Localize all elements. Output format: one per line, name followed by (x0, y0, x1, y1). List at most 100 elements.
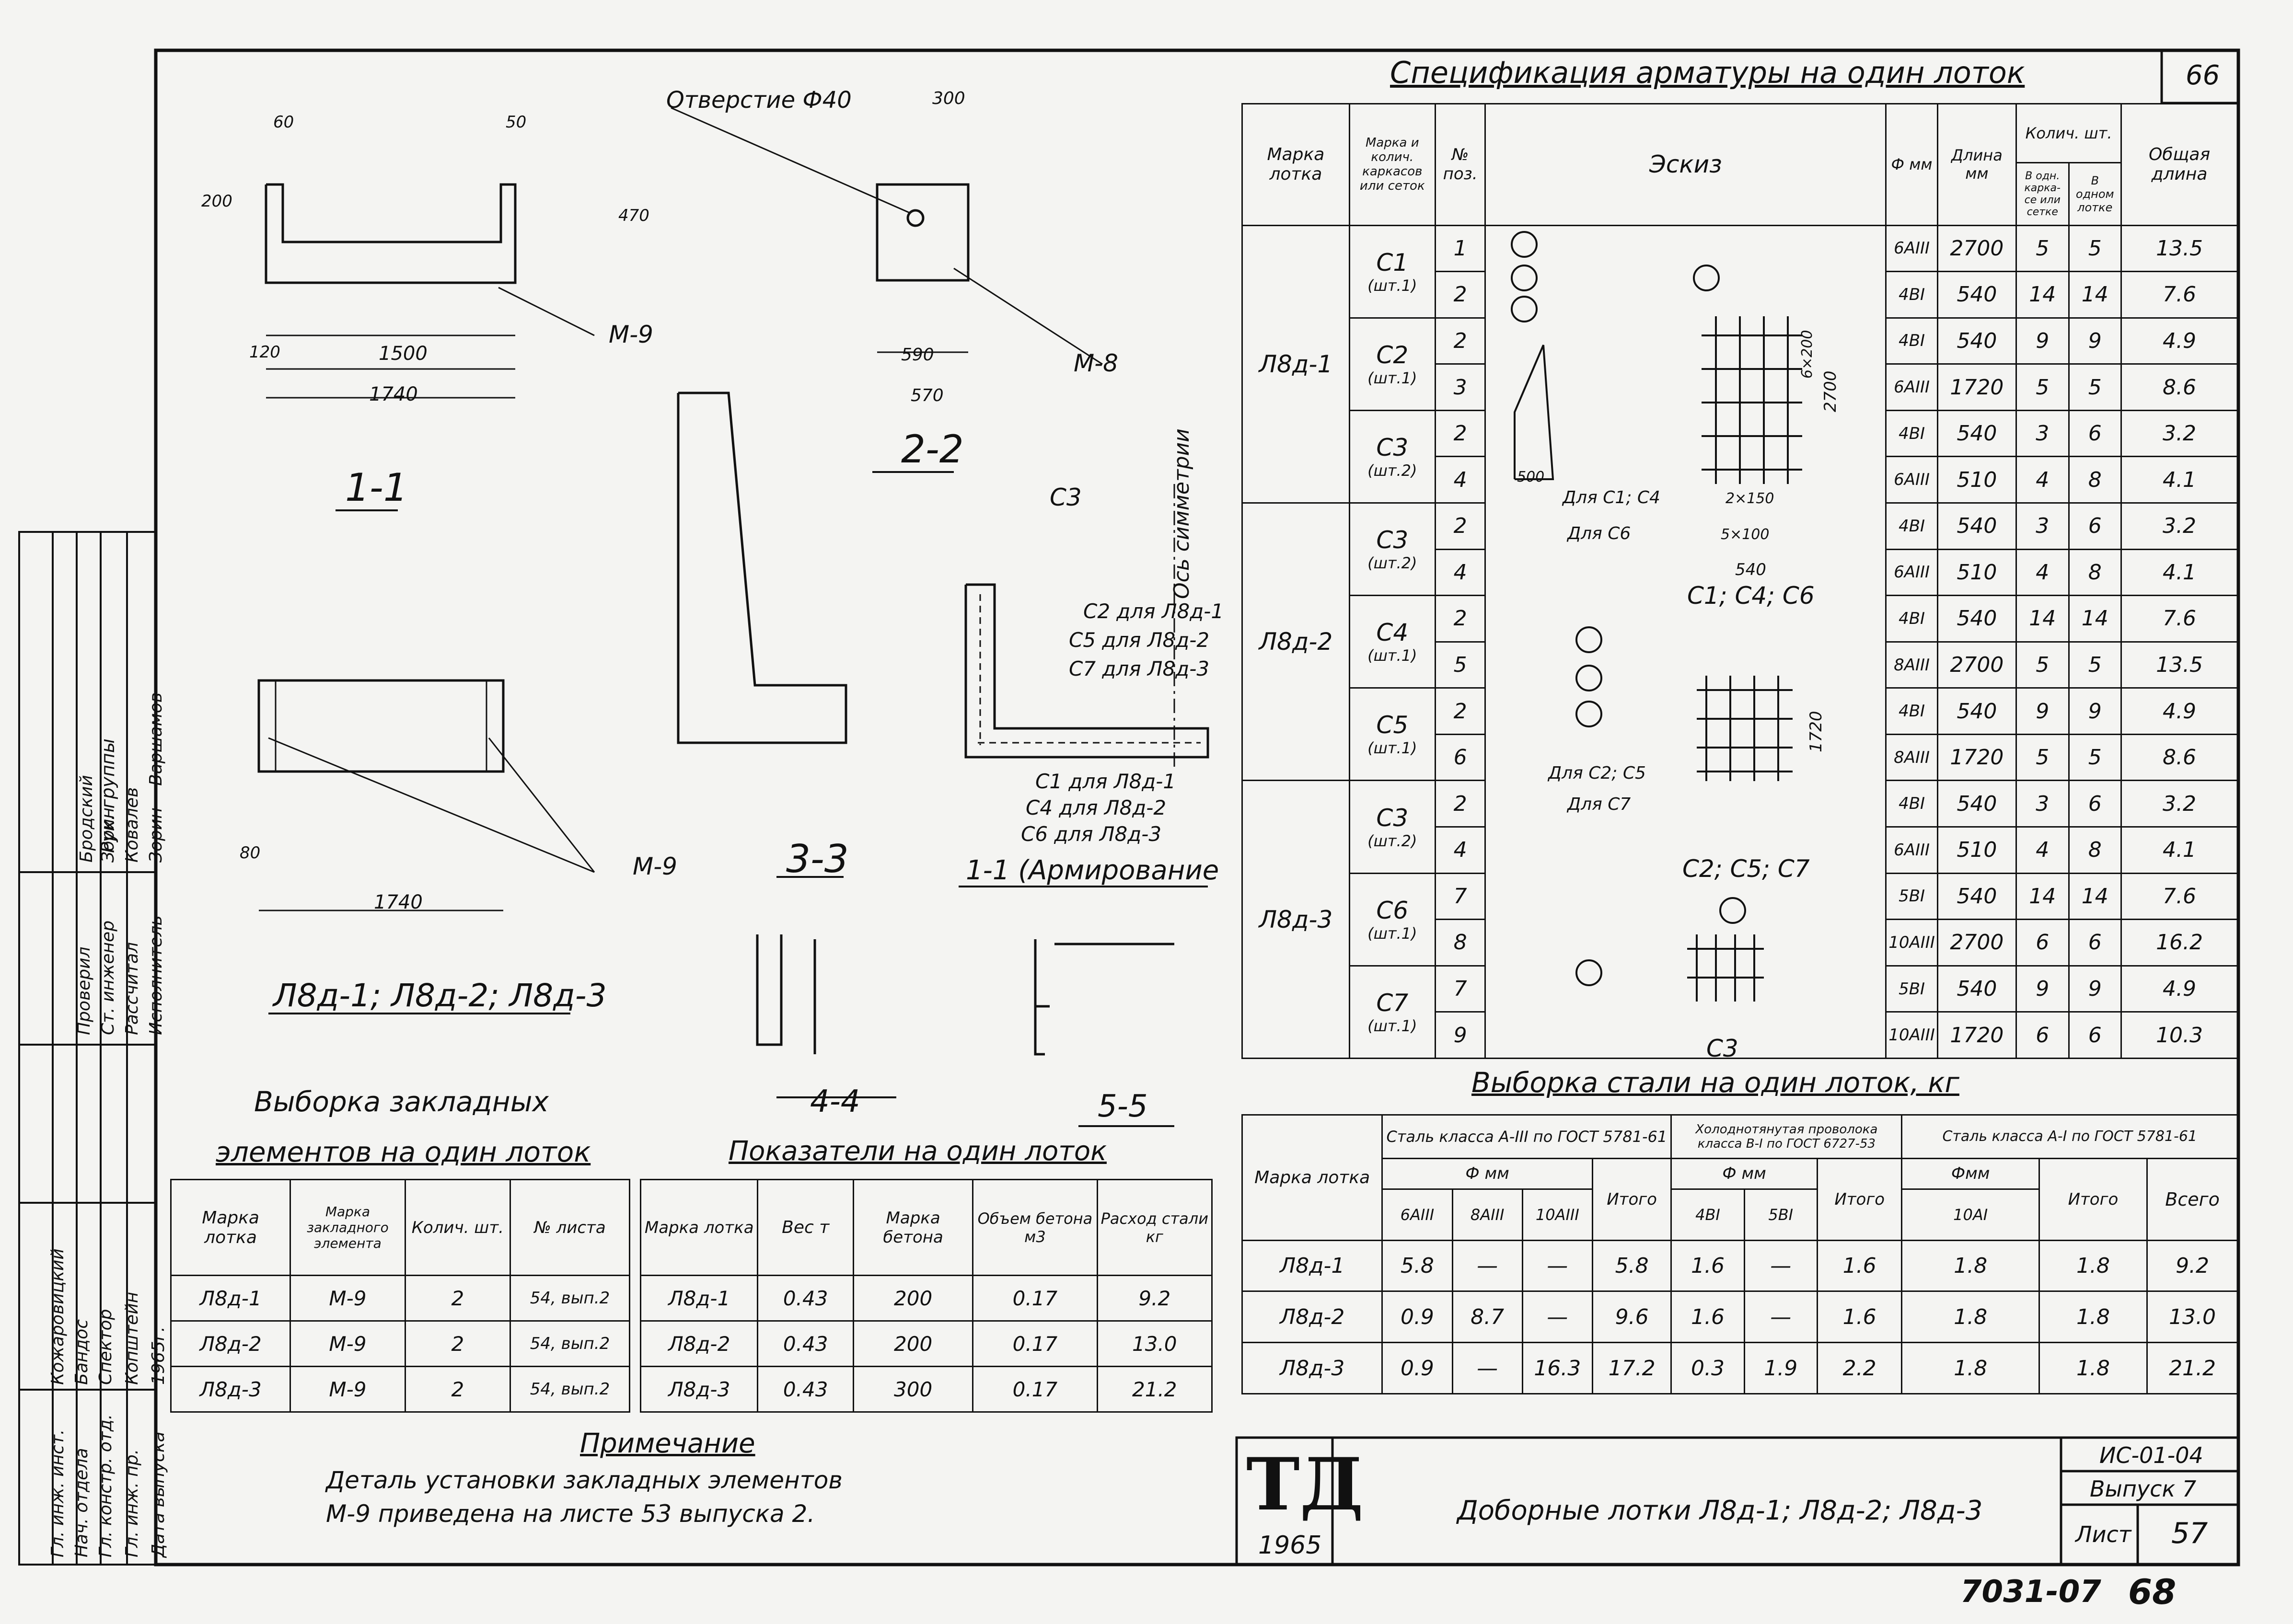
stamp-year: 1965 (1258, 1531, 1322, 1560)
section-4-4-label: 4-4 (810, 1084, 860, 1119)
spec-total-cell: 3.2 (2120, 502, 2238, 550)
indicators-cell: 200 (852, 1320, 974, 1367)
spec-total-cell: 4.1 (2120, 826, 2238, 874)
spec-qty2-cell: 5 (2068, 363, 2122, 411)
spec-set-name: С1 (1376, 248, 1409, 276)
steel-h-sub-0: 6AIII (1381, 1188, 1453, 1241)
steel-value-cell: 5.8 (1591, 1239, 1672, 1292)
embedded-cell: 2 (404, 1366, 511, 1413)
spec-d-cell: 6AIII (1885, 224, 1938, 273)
indicators-cell: 0.43 (757, 1366, 854, 1413)
spec-qty2-cell: 9 (2068, 317, 2122, 365)
side-role2-2: Нач. отдела (72, 1448, 92, 1557)
spec-len-cell: 540 (1936, 872, 2017, 921)
spec-len-cell: 510 (1936, 456, 2017, 504)
steel-h-sub-1: 8AIII (1451, 1188, 1523, 1241)
m9-label-2: М-9 (633, 852, 677, 880)
m9-label-1: М-9 (609, 321, 653, 348)
embedded-cell: 54, вып.2 (510, 1320, 630, 1367)
stamp-logo: ТД (1246, 1442, 1364, 1527)
side-role2-4: Гл. инж. пр. (122, 1449, 142, 1557)
spec-set-name: С4 (1376, 619, 1409, 647)
spec-qty1-cell: 9 (2015, 687, 2070, 735)
stamp-sheet-no: 57 (2171, 1517, 2208, 1550)
note-line-2: М-9 приведена на листе 53 выпуска 2. (326, 1500, 815, 1528)
steel-value-cell: 1.6 (1670, 1290, 1745, 1344)
steel-value-cell: 1.8 (1901, 1290, 2040, 1344)
spec-qty1-cell: 14 (2015, 271, 2070, 319)
spec-poz-cell: 2 (1434, 271, 1486, 319)
spec-len-cell: 540 (1936, 965, 2017, 1013)
steel-value-cell: 8.7 (1451, 1290, 1523, 1344)
steel-h-phi3: Фмм (1901, 1157, 2040, 1190)
section-5-5-drawing (1034, 939, 1174, 1127)
emb-h-0: Марка лотка (170, 1179, 291, 1276)
steel-value-cell: 0.3 (1670, 1342, 1745, 1394)
spec-d-cell: 6AIII (1885, 363, 1938, 411)
indicators-cell: 0.17 (972, 1275, 1098, 1322)
steel-h-sub-6: Итого (1816, 1157, 1903, 1241)
plan-drawing (257, 679, 595, 1014)
spec-d-cell: 4BI (1885, 409, 1938, 458)
spec-qty1-cell: 14 (2015, 872, 2070, 921)
spec-poz-cell: 2 (1434, 317, 1486, 365)
c-label-4: С7 для Л8д-3 (1069, 657, 1209, 680)
spec-h-total: Общая длина (2120, 103, 2238, 226)
steel-h-sub-5: 5BI (1743, 1188, 1818, 1241)
steel-h-sub-7: 10AI (1901, 1188, 2040, 1241)
spec-set-cell: С3(шт.2) (1348, 409, 1436, 504)
ind-h-2: Марка бетона (852, 1179, 974, 1276)
steel-value-cell: 1.8 (2038, 1290, 2148, 1344)
indicators-cell: Л8д-2 (639, 1320, 759, 1367)
steel-value-cell: 9.2 (2146, 1239, 2238, 1292)
spec-h-qty1: В одн. карка-се или сетке (2015, 161, 2070, 226)
steel-h-sub-3: Итого (1591, 1157, 1672, 1241)
spec-len-cell: 540 (1936, 595, 2017, 643)
spec-qty1-cell: 5 (2015, 641, 2070, 689)
spec-poz-cell: 2 (1434, 595, 1486, 643)
spec-qty1-cell: 4 (2015, 456, 2070, 504)
footer-page: 68 (2128, 1572, 2177, 1612)
spec-qty1-cell: 5 (2015, 224, 2070, 273)
steel-value-cell: — (1451, 1342, 1523, 1394)
steel-value-cell: 1.6 (1816, 1239, 1903, 1292)
spec-total-cell: 4.1 (2120, 548, 2238, 597)
dim-8: 1500 (379, 343, 428, 365)
spec-qty1-cell: 4 (2015, 826, 2070, 874)
c-label-6: С4 для Л8д-2 (1026, 796, 1166, 819)
spec-poz-cell: 3 (1434, 363, 1486, 411)
spec-set-cell: С5(шт.1) (1348, 687, 1436, 782)
spec-poz-cell: 8 (1434, 919, 1486, 967)
spec-qty2-cell: 6 (2068, 919, 2122, 967)
stamp-frame (1235, 1436, 2240, 1566)
steel-value-cell: 2.2 (1816, 1342, 1903, 1394)
c-label-3: С5 для Л8д-2 (1069, 628, 1209, 652)
spec-total-cell: 3.2 (2120, 409, 2238, 458)
armoring-label: 1-1 (Армирование (966, 855, 1219, 886)
indicators-cell: 300 (852, 1366, 974, 1413)
spec-total-cell: 10.3 (2120, 1011, 2238, 1059)
spec-d-cell: 4BI (1885, 595, 1938, 643)
spec-qty2-cell: 6 (2068, 780, 2122, 828)
spec-set-cell: С1(шт.1) (1348, 224, 1436, 319)
spec-h-poz: № поз. (1434, 103, 1486, 226)
section-3-3-drawing (677, 392, 847, 878)
stamp-sheet-label: Лист (2075, 1521, 2131, 1547)
spec-set-cell: С7(шт.1) (1348, 965, 1436, 1060)
spec-poz-cell: 2 (1434, 409, 1486, 458)
section-2-2-label: 2-2 (901, 427, 964, 472)
spec-set-count: (шт.2) (1367, 831, 1417, 850)
spec-total-cell: 8.6 (2120, 733, 2238, 782)
section-3-3-label: 3-3 (786, 837, 849, 881)
